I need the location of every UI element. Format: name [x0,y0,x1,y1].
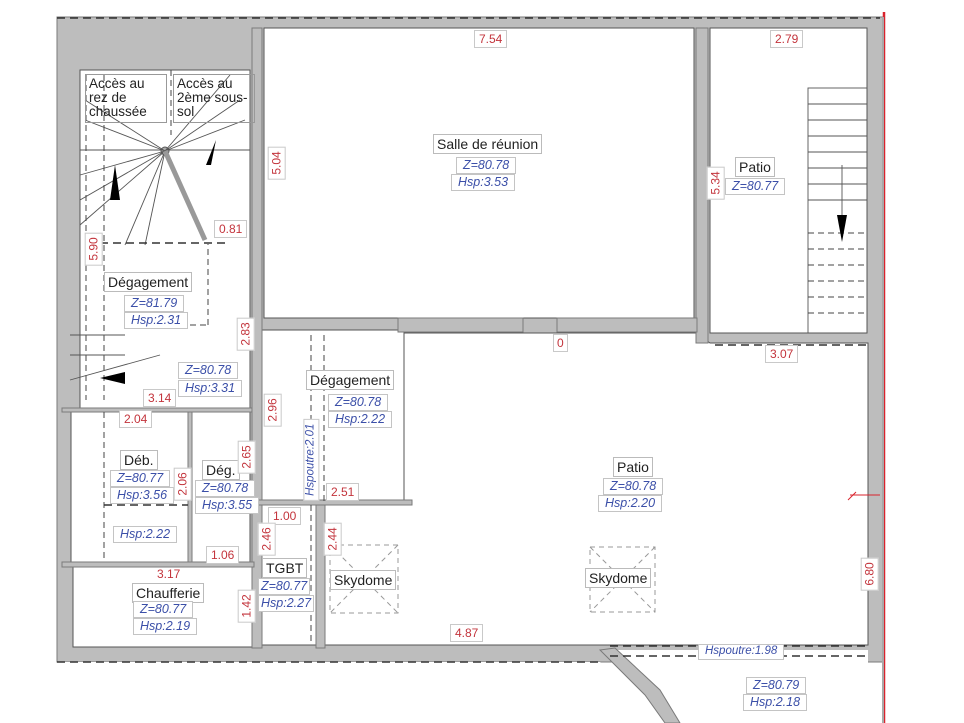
room-label-chaufferie: Chaufferie [132,583,205,603]
level-hsp-landing: Hsp:3.31 [178,380,243,397]
dimension-3-07: 3.07 [765,345,799,363]
hspoutre-exterior: Hspoutre:1.98 [698,644,785,660]
dimension-2-79: 2.79 [770,30,804,48]
stair-down-arrow-icon [837,215,847,242]
level-z-patio-2: Z=80.78 [603,478,664,495]
level-hsp-salle-reunion: Hsp:3.53 [451,174,516,191]
level-z-degagement-1: Z=81.79 [124,295,185,312]
straight-stair [715,87,868,346]
room-label-tgbt: TGBT [262,558,308,578]
room-label-patio-2: Patio [613,457,653,477]
stair-arrow-icon [100,372,125,384]
dimension-5-34: 5.34 [706,166,725,200]
level-z-chaufferie: Z=80.77 [133,601,194,618]
dimension-3-17: 3.17 [157,567,181,581]
level-hsp-patio-2: Hsp:2.20 [598,495,663,512]
dimension-2-96: 2.96 [263,393,282,427]
dimension-5-90: 5.90 [84,232,103,266]
dimension-2-83: 2.83 [236,317,255,351]
room-label-degagement-2: Dégagement [306,370,395,390]
dimension-5-04: 5.04 [267,146,286,180]
dimension-1-42: 1.42 [237,589,256,623]
level-hsp-chaufferie: Hsp:2.19 [133,618,198,635]
level-hsp2-deb: Hsp:2.22 [113,526,178,543]
hspoutre-degagement-2: Hspoutre:2.01 [303,418,319,501]
level-z-deb: Z=80.77 [110,470,171,487]
level-hsp-deg: Hsp:3.55 [195,497,260,514]
level-hsp-tgbt: Hsp:2.27 [258,595,315,612]
dimension-2-46: 2.46 [257,522,276,556]
level-z-landing: Z=80.78 [178,362,239,379]
room-label-skydome-1: Skydome [330,570,397,590]
dimension-1-06: 1.06 [206,546,240,564]
room-label-acces-2ss: Accès au 2ème sous-sol [173,74,255,123]
dimension-7-54: 7.54 [474,30,508,48]
level-z-patio-1: Z=80.77 [725,178,786,195]
dimension-2-04: 2.04 [119,410,153,428]
stair-down-arrow-icon [206,140,216,165]
dimension-0-81: 0.81 [214,220,248,238]
level-hsp-degagement-1: Hsp:2.31 [124,312,189,329]
room-label-salle-reunion: Salle de réunion [433,134,543,154]
room-label-skydome-2: Skydome [585,568,652,588]
dimension-partial: 0 [553,334,568,352]
dimension-1-00: 1.00 [268,507,302,525]
level-z-deg: Z=80.78 [195,480,256,497]
level-z-exterior: Z=80.79 [746,677,807,694]
room-label-patio-1: Patio [735,157,775,177]
dimension-4-87: 4.87 [450,624,484,642]
level-z-salle-reunion: Z=80.78 [456,157,517,174]
dimension-2-44: 2.44 [323,522,342,556]
level-hsp-degagement-2: Hsp:2.22 [328,411,393,428]
dimension-6-80: 6.80 [860,557,879,591]
room-label-degagement-1: Dégagement [104,272,193,292]
dimension-2-06: 2.06 [173,467,192,501]
level-hsp-exterior: Hsp:2.18 [743,694,808,711]
dimension-3-14: 3.14 [143,389,177,407]
stair-up-arrow-icon [110,165,120,200]
spiral-stair [69,70,250,400]
level-z-degagement-2: Z=80.78 [328,394,389,411]
level-hsp-deb: Hsp:3.56 [110,487,175,504]
level-z-tgbt: Z=80.77 [258,578,311,595]
room-label-deb: Déb. [120,450,158,470]
dimension-2-51: 2.51 [326,483,360,501]
room-label-acces-rdc: Accès au rez de chaussée [85,74,167,123]
dimension-2-65: 2.65 [237,440,256,474]
room-label-deg: Dég. [202,460,240,480]
